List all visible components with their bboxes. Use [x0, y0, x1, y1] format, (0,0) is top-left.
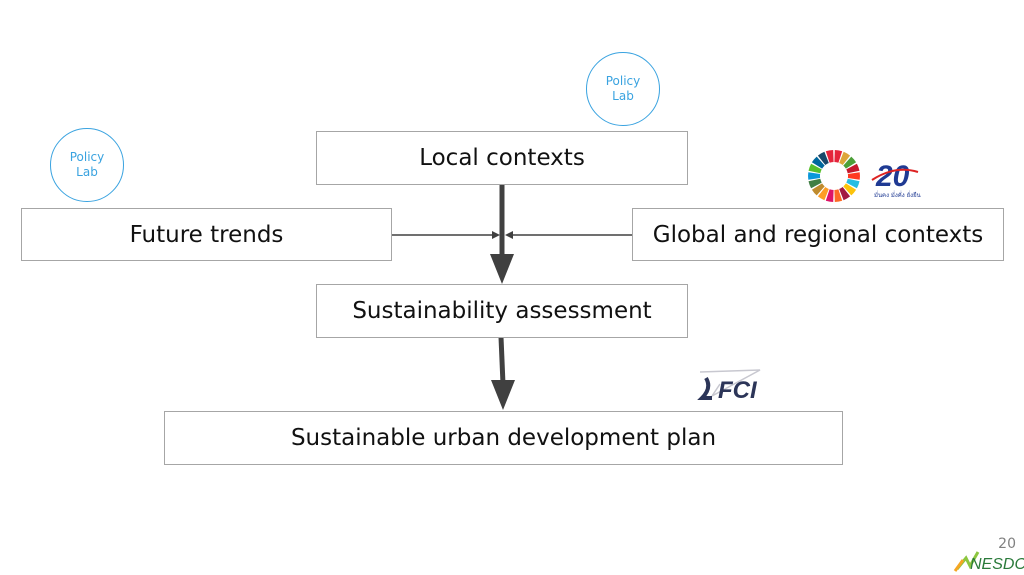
sdg-segment	[811, 156, 825, 169]
sdg-segment	[846, 178, 860, 189]
arrow-assessment-to-plan	[498, 336, 506, 385]
box-sustainability-assessment: Sustainability assessment	[316, 284, 688, 338]
sdg-segment	[808, 178, 822, 189]
box-label: Sustainable urban development plan	[290, 425, 717, 451]
sdg-segment	[846, 163, 860, 174]
sfci-logo: FCI	[697, 369, 761, 404]
svg-text:20: 20	[875, 160, 910, 193]
sdg-segment	[808, 172, 821, 180]
badge-text: Policy	[605, 74, 641, 88]
sdg-segment	[817, 187, 829, 201]
sdg-segment	[839, 187, 851, 201]
box-future-trends: Future trends	[21, 208, 392, 261]
sdg-segment	[843, 156, 857, 169]
arrowhead	[490, 254, 514, 284]
svg-text:NESDC: NESDC	[970, 556, 1024, 573]
box-label: Global and regional contexts	[652, 221, 984, 248]
sdg-segment	[817, 151, 829, 165]
svg-text:FCI: FCI	[718, 377, 758, 404]
sdg-segment	[811, 183, 825, 196]
badge-text: Lab	[76, 165, 98, 179]
badge-text: Policy	[69, 150, 105, 164]
sdg-segment	[825, 189, 834, 202]
box-label: Local contexts	[419, 145, 585, 171]
nesdc-logo: NESDC	[953, 551, 1024, 573]
box-label: Sustainability assessment	[352, 298, 652, 324]
sdg-segment	[843, 183, 857, 196]
box-urban-development-plan: Sustainable urban development plan	[164, 411, 843, 465]
sdg-segment	[839, 151, 851, 165]
sdg-segment	[847, 172, 860, 180]
arrowhead	[491, 380, 515, 410]
box-local-contexts: Local contexts	[316, 131, 688, 185]
badge-text: Lab	[612, 89, 634, 103]
sdg-segment	[834, 189, 843, 202]
sdg-segment	[825, 150, 834, 163]
sdg-wheel-icon	[808, 150, 860, 202]
box-global-regional-contexts: Global and regional contexts	[632, 208, 1004, 261]
sdg20-logo: 20 มั่นคง มั่งคั่ง ยั่งยืน	[871, 160, 921, 199]
sdg-segment	[834, 150, 843, 163]
page-number: 20	[998, 536, 1016, 552]
svg-text:มั่นคง มั่งคั่ง ยั่งยืน: มั่นคง มั่งคั่ง ยั่งยืน	[874, 191, 921, 199]
sdg-segment	[808, 163, 822, 174]
box-label: Future trends	[129, 221, 284, 248]
